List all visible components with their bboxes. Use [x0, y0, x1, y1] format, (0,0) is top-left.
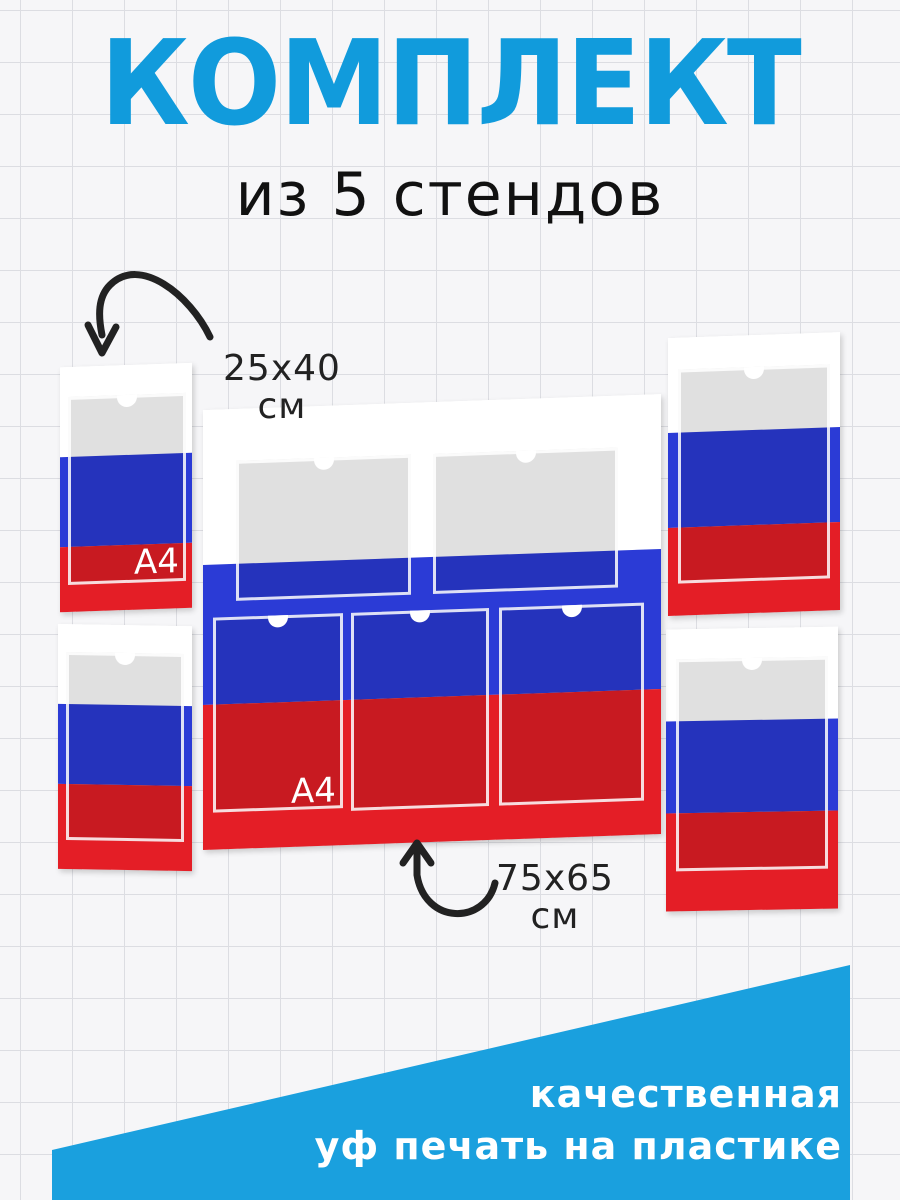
- small-stand-size: 25x40: [223, 348, 341, 389]
- page-title: КОМПЛЕКТ: [100, 14, 802, 152]
- curved-arrow-icon: [399, 839, 499, 918]
- large-stand-size: 75x65: [496, 858, 614, 899]
- curved-arrow-icon: [84, 271, 214, 357]
- small-stand-unit: см: [257, 386, 307, 427]
- banner-line-2: уф печать на пластике: [314, 1124, 842, 1168]
- large-stand-unit: см: [530, 896, 580, 937]
- banner-line-1: качественная: [529, 1072, 842, 1116]
- page-subtitle: из 5 стендов: [235, 160, 665, 230]
- small-stand-size-label: 25x40 см: [222, 350, 342, 426]
- large-stand-size-label: 75x65 см: [495, 860, 615, 936]
